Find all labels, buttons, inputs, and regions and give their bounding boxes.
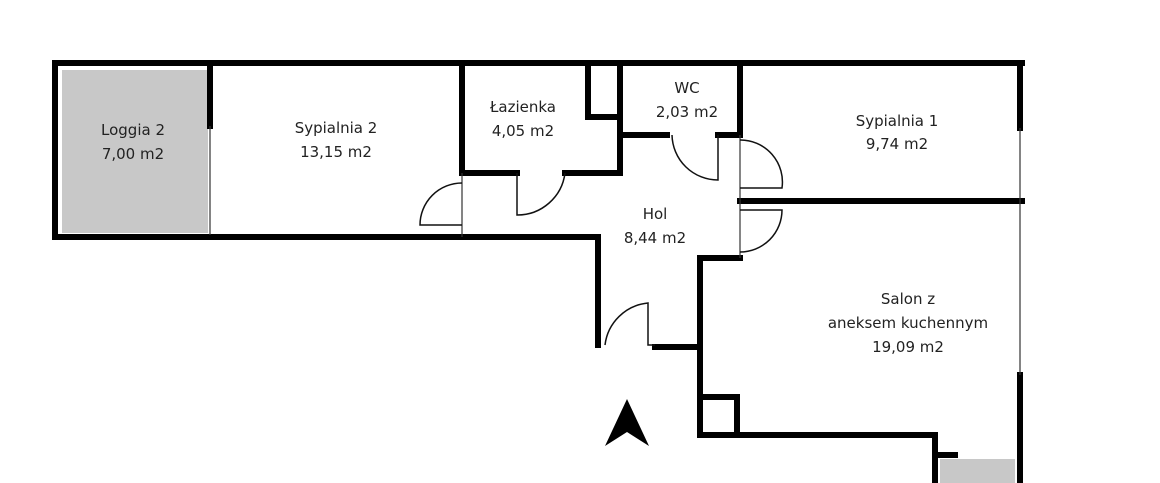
room-name-hol: Hol (643, 205, 668, 223)
room-name-salon-line1: Salon z (881, 290, 935, 308)
room-area-loggia-2: 7,00 m2 (102, 145, 164, 163)
loggia-2-fill (62, 70, 208, 233)
room-name-loggia-2: Loggia 2 (101, 121, 165, 139)
door-entrance (604, 302, 655, 346)
door-sypialnia-1 (739, 139, 784, 189)
door-lazienka (516, 172, 566, 216)
door-swings (419, 134, 784, 346)
north-arrow-icon (605, 399, 649, 446)
door-salon (739, 209, 783, 253)
room-name-salon-line2: aneksem kuchennym (828, 314, 988, 332)
door-sypialnia-2 (419, 182, 463, 226)
walls (52, 60, 1025, 483)
room-name-sypialnia-2: Sypialnia 2 (295, 119, 378, 137)
room-name-lazienka: Łazienka (489, 98, 556, 116)
room-name-sypialnia-1: Sypialnia 1 (856, 112, 939, 130)
room-area-wc: 2,03 m2 (656, 103, 718, 121)
door-wc (671, 134, 719, 181)
room-name-wc: WC (674, 79, 699, 97)
room-area-hol: 8,44 m2 (624, 229, 686, 247)
room-area-sypialnia-2: 13,15 m2 (300, 143, 372, 161)
room-area-sypialnia-1: 9,74 m2 (866, 135, 928, 153)
loggia-1-fill (940, 459, 1015, 483)
room-area-salon: 19,09 m2 (872, 338, 944, 356)
room-area-lazienka: 4,05 m2 (492, 122, 554, 140)
